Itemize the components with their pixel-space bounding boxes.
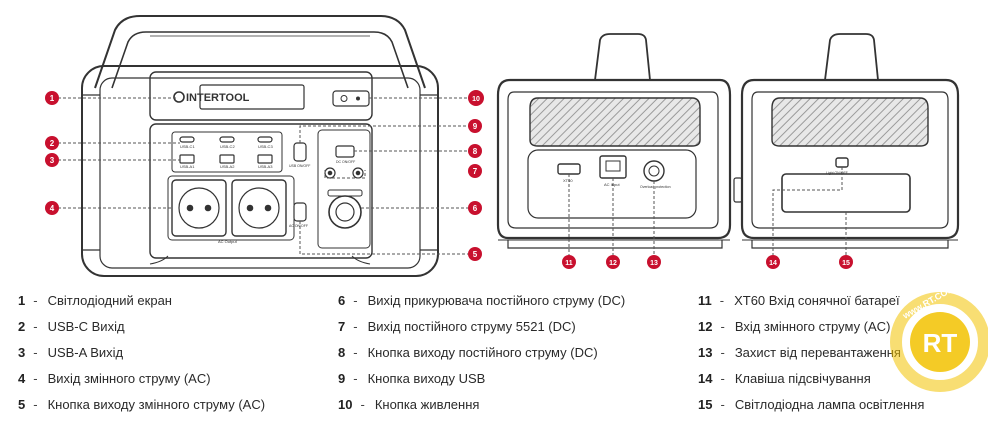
watermark-logo: RT www.RT.CO.UA: [890, 286, 988, 392]
callout-2: 2: [45, 136, 59, 150]
legend-item-8: 8-Кнопка виходу постійного струму (DC): [338, 345, 598, 360]
svg-text:13: 13: [650, 260, 658, 267]
callout-8: 8: [468, 144, 482, 158]
svg-text:DC ON/OFF: DC ON/OFF: [336, 160, 355, 164]
callout-11: 11: [562, 255, 576, 269]
svg-text:XT60: XT60: [563, 178, 573, 183]
callout-3: 3: [45, 153, 59, 167]
legend-item-12: 12-Вхід змінного струму (AC): [698, 319, 891, 334]
callout-5: 5: [468, 247, 482, 261]
svg-text:12: 12: [609, 260, 617, 267]
legend-item-9: 9-Кнопка виходу USB: [338, 371, 486, 386]
callout-13: 13: [647, 255, 661, 269]
svg-text:4: 4: [50, 204, 55, 213]
legend-item-5: 5-Кнопка виходу змінного струму (AC): [18, 397, 266, 412]
legend-item-11: 11-XT60 Вхід сонячної батареї: [698, 293, 900, 308]
power-button: [332, 90, 370, 107]
legend-item-2: 2-USB-C Вихід: [18, 319, 125, 334]
dc-button: [335, 145, 355, 158]
callout-6: 6: [468, 201, 482, 215]
usb-a-port-3: [257, 154, 273, 164]
product-diagram: INTERTOOL USB-C1 USB-C2 USB-C3 USB-A1 US…: [45, 15, 960, 277]
legend-item-1: 1-Світлодіодний екран: [18, 293, 172, 308]
svg-text:USB ON/OFF: USB ON/OFF: [289, 164, 310, 168]
callout-15: 15: [839, 255, 853, 269]
ac-input-port: [599, 155, 627, 179]
callout-14: 14: [766, 255, 780, 269]
svg-text:6: 6: [473, 204, 478, 213]
legend-item-15: 15-Світлодіодна лампа освітлення: [698, 397, 925, 412]
ac-button: [293, 202, 307, 222]
svg-text:10: 10: [472, 96, 480, 103]
ac-socket-2: [231, 179, 287, 237]
legend-item-3: 3-USB-A Вихід: [18, 345, 124, 360]
svg-text:7: 7: [473, 167, 478, 176]
svg-text:11: 11: [565, 260, 573, 267]
svg-text:USB-A3: USB-A3: [258, 164, 273, 169]
svg-text:Overload protection: Overload protection: [640, 185, 671, 189]
xt60-port: [557, 163, 581, 175]
usb-a-port-1: [179, 154, 195, 164]
callout-badges: 1 2 3 4 5 6 7 8 9 10 11 12 13 14 15: [45, 90, 853, 269]
svg-text:14: 14: [769, 260, 777, 267]
back-view: [496, 33, 732, 249]
svg-text:3: 3: [50, 156, 55, 165]
svg-text:5: 5: [473, 250, 478, 259]
side-panel-text: Light ON/OFF: [826, 171, 848, 175]
ac-socket-1: [171, 179, 227, 237]
callout-10: 10: [468, 90, 484, 106]
back-panel-text: XT60 AC Input Overload protection: [563, 178, 671, 189]
svg-text:1: 1: [50, 94, 55, 103]
usb-c-port-1: [179, 136, 195, 143]
svg-text:15: 15: [842, 260, 850, 267]
front-view: [81, 15, 439, 277]
svg-text:USB-C1: USB-C1: [180, 144, 195, 149]
callout-9: 9: [468, 119, 482, 133]
svg-text:USB-A2: USB-A2: [220, 164, 235, 169]
legend-item-10: 10-Кнопка живлення: [338, 397, 480, 412]
usb-a-port-2: [219, 154, 235, 164]
svg-text:AC ON/OFF: AC ON/OFF: [289, 224, 308, 228]
callout-leaders: [58, 97, 847, 255]
svg-text:8: 8: [473, 147, 478, 156]
legend: 1-Світлодіодний екран 2-USB-C Вихід 3-US…: [0, 288, 990, 424]
svg-text:9: 9: [473, 122, 478, 131]
callout-1: 1: [45, 91, 59, 105]
side-view: [733, 33, 960, 249]
legend-item-6: 6-Вихід прикурювача постійного струму (D…: [338, 293, 626, 308]
front-body: [81, 65, 439, 277]
brand-logo: INTERTOOL: [186, 92, 250, 104]
svg-text:2: 2: [50, 139, 55, 148]
usb-c-port-3: [257, 136, 273, 143]
legend-item-14: 14-Клавіша підсвічування: [698, 371, 871, 386]
usb-button: [293, 142, 307, 162]
svg-text:USB-A1: USB-A1: [180, 164, 195, 169]
legend-item-4: 4-Вихід змінного струму (AC): [18, 371, 211, 386]
front-panel-text: INTERTOOL USB-C1 USB-C2 USB-C3 USB-A1 US…: [173, 91, 355, 244]
callout-4: 4: [45, 201, 59, 215]
led-screen: [199, 84, 305, 110]
svg-text:USB-C2: USB-C2: [220, 144, 235, 149]
overload-protector: [643, 160, 665, 182]
svg-text:AC Output: AC Output: [218, 239, 238, 244]
svg-text:Light ON/OFF: Light ON/OFF: [826, 171, 848, 175]
callout-7: 7: [468, 164, 482, 178]
usb-c-port-2: [219, 136, 235, 143]
front-handle: [94, 15, 426, 89]
svg-text:AC Input: AC Input: [604, 182, 620, 187]
legend-item-13: 13-Захист від перевантаження: [698, 345, 901, 360]
light-button: [835, 157, 849, 168]
legend-item-7: 7-Вихід постійного струму 5521 (DC): [338, 319, 576, 334]
led-lamp: [781, 173, 911, 213]
car-socket: [328, 195, 362, 229]
svg-text:RT: RT: [923, 328, 958, 358]
svg-text:USB-C3: USB-C3: [258, 144, 273, 149]
callout-12: 12: [606, 255, 620, 269]
